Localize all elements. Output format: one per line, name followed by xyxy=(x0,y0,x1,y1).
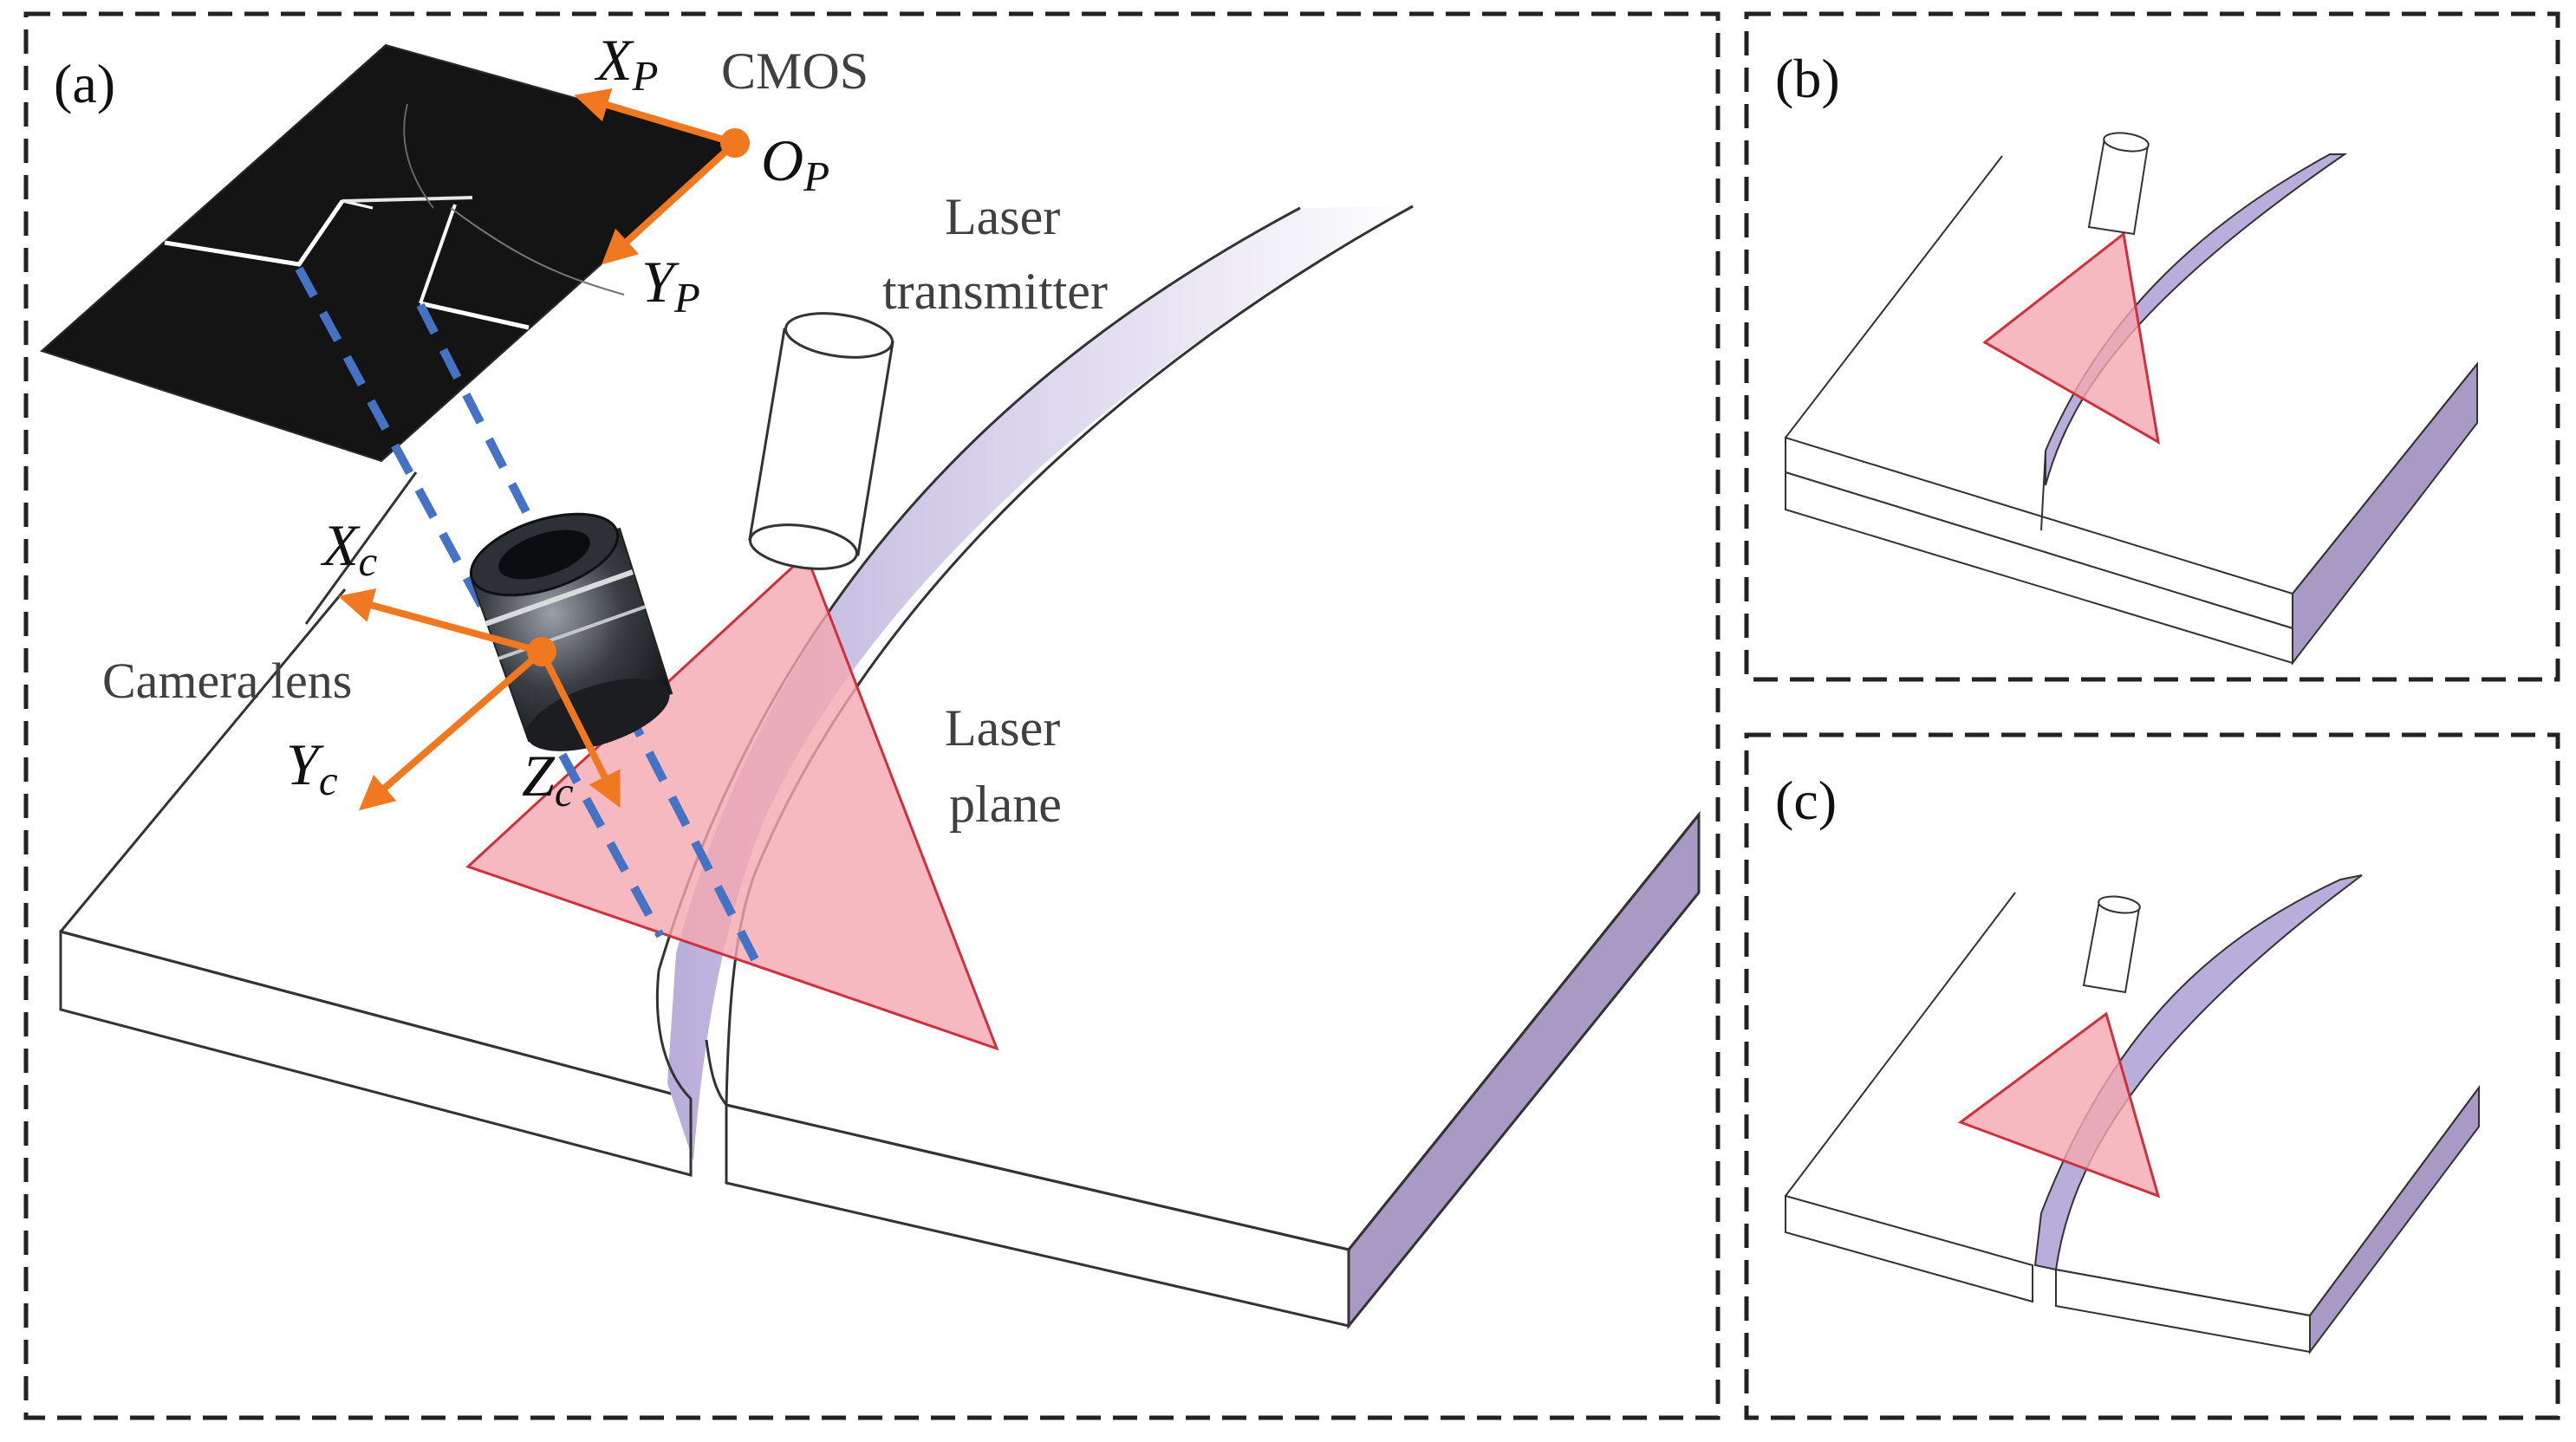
xp-label: XP xyxy=(594,27,658,100)
camera-lens-label: Camera lens xyxy=(102,653,352,709)
yp-label: YP xyxy=(641,249,700,322)
panel-b: (b) xyxy=(1744,11,2560,682)
xp-arrow xyxy=(574,88,737,146)
panel-c-border xyxy=(1744,732,2560,1420)
xc-label: Xc xyxy=(320,512,378,585)
panel-a: (a) CMOS Laser transmitter Laser plane C… xyxy=(23,11,1721,1420)
cmos-axes xyxy=(574,88,738,265)
xc-arrow xyxy=(338,588,543,655)
panel-b-label: (b) xyxy=(1775,48,1840,109)
panel-a-border xyxy=(23,11,1721,1420)
panel-c: (c) xyxy=(1744,732,2560,1420)
camera-lens xyxy=(469,512,673,751)
panel-a-label: (a) xyxy=(54,53,115,114)
cmos-label: CMOS xyxy=(721,42,868,100)
op-origin xyxy=(720,128,750,158)
yc-arrow xyxy=(358,648,544,811)
zc-arrow xyxy=(538,650,621,809)
yc-label: Yc xyxy=(286,731,338,804)
zc-label: Zc xyxy=(522,743,574,815)
op-label: OP xyxy=(761,127,829,200)
panel-b-border xyxy=(1744,11,2560,682)
panel-c-label: (c) xyxy=(1775,770,1837,831)
yp-arrow xyxy=(602,140,738,265)
laser-transmitter-label-line1: Laser xyxy=(945,188,1060,245)
camera-axes xyxy=(338,588,621,811)
laser-transmitter-label-line2: transmitter xyxy=(882,263,1108,320)
laser-plane-label-line2: plane xyxy=(949,776,1062,833)
cmos-sensor-image xyxy=(40,43,739,463)
camera-origin xyxy=(527,637,556,666)
laser-transmitter xyxy=(748,312,894,570)
laser-plane-label-line1: Laser xyxy=(945,699,1060,757)
